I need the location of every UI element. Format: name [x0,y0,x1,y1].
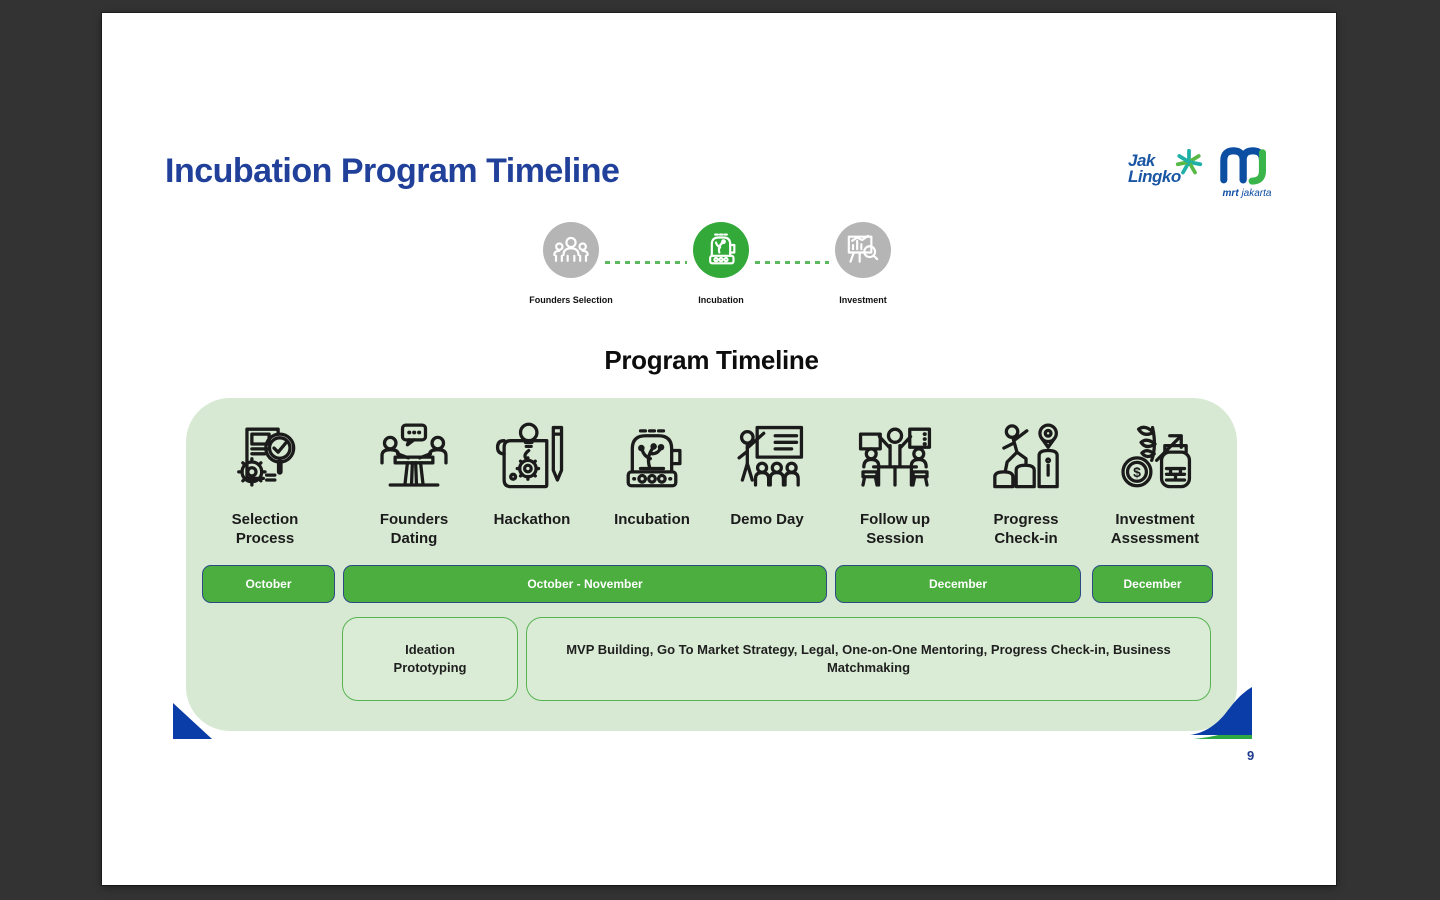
phase-label: Follow up Session [860,511,930,547]
jaklingko-text-line2: Lingko [1128,166,1181,186]
slide-title: Incubation Program Timeline [165,152,620,190]
timeline-bar-october: October [202,565,335,603]
mrt-word-regular: jakarta [1241,188,1272,199]
timeline-bar-december-1: December [835,565,1081,603]
phase-investment-assessment: $ Investment Assessment [1090,421,1220,549]
chart-magnifier-icon [847,234,879,263]
two-people-table-chat-icon [380,423,448,487]
phase-founders-dating: Founders Dating [349,421,479,549]
phase-label: Selection Process [231,511,299,547]
founders-group-icon [553,236,589,262]
stepper-step-investment: Investment [788,222,938,305]
jaklingko-text-line1: Jak [1128,151,1155,170]
climbing-steps-pin-icon [993,423,1059,489]
stepper-step-founders-selection: Founders Selection [496,222,646,305]
stepper-connector [605,261,687,264]
mrt-wordmark: mrt jakarta [1216,188,1278,199]
step-label: Founders Selection [529,295,613,305]
incubator-icon [709,233,736,265]
detail-box-text: MVP Building, Go To Market Strategy, Leg… [566,642,1171,675]
coin-plant-growth-icon: $ [1121,425,1192,489]
stepper-step-incubation: Incubation [646,222,796,305]
phase-label: Hackathon [493,511,571,528]
jaklingko-logo: Jak Lingko [1128,148,1203,203]
mrt-word-bold: mrt [1222,188,1239,199]
phase-label: Investment Assessment [1110,511,1200,547]
timeline-bar-october-november: October - November [343,565,827,603]
detail-box-text: Ideation Prototyping [393,642,467,675]
document-magnifier-gear-icon [237,427,296,487]
incubator-machine-icon [626,429,682,488]
phase-hackathon: Hackathon [467,421,597,530]
phase-selection-process: Selection Process [200,421,330,549]
phase-label: Founders Dating [379,511,449,547]
detail-box-ideation: Ideation Prototyping [342,617,518,701]
step-label: Investment [839,295,887,305]
phase-demo-day: Demo Day [702,421,832,530]
corner-wave-right [1190,687,1252,739]
founders-selection-bubble [543,222,599,278]
incubation-bubble [693,222,749,278]
meeting-celebration-icon [858,427,932,487]
page-number: 9 [1247,748,1255,763]
phase-label: Demo Day [730,511,804,528]
jaklingko-star-icon [1174,147,1204,180]
phase-label: Incubation [614,511,690,528]
investment-bubble [835,222,891,278]
phase-incubation: Incubation [587,421,717,530]
presenter-audience-icon [737,425,804,487]
detail-box-mvp: MVP Building, Go To Market Strategy, Leg… [526,617,1211,701]
timeline-bar-december-2: December [1092,565,1213,603]
blueprint-bulb-pencil-icon [495,422,564,489]
svg-text:$: $ [1133,464,1141,480]
mrt-jakarta-logo: mrt jakarta [1216,145,1278,199]
phase-follow-up-session: Follow up Session [830,421,960,549]
phase-label: Progress Check-in [993,511,1059,547]
phase-progress-check-in: Progress Check-in [961,421,1091,549]
timeline-panel: Selection Process [186,398,1237,731]
presentation-slide: Incubation Program Timeline Jak Lingko [102,13,1336,885]
program-timeline-heading: Program Timeline [604,345,819,375]
stepper-connector [755,261,829,264]
mrt-m-icon [1220,147,1267,185]
step-label: Incubation [698,295,744,305]
